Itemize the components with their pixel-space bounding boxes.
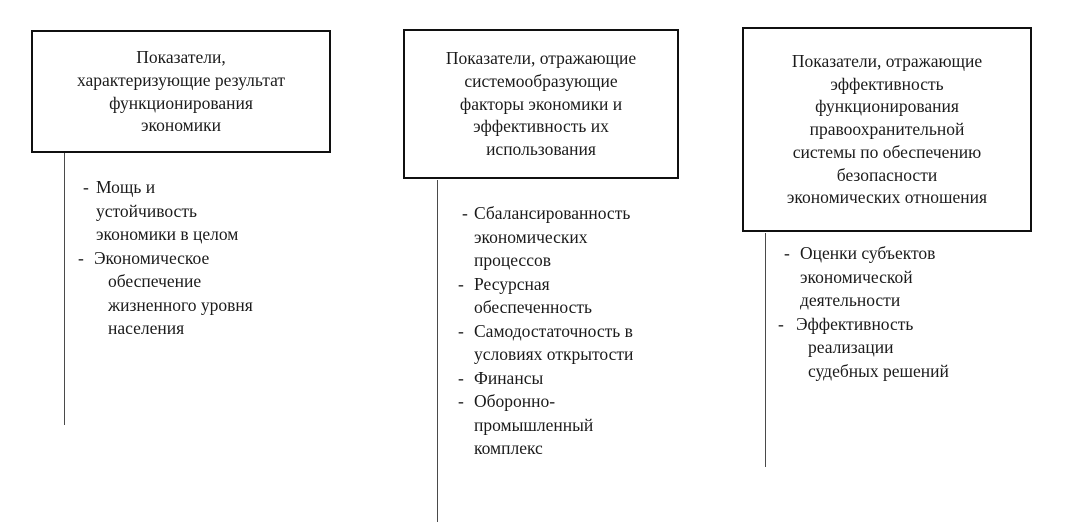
list-item-label: Оценки субъектов экономической деятельно… xyxy=(800,243,936,311)
list-item-label: Ресурсная обеспеченность xyxy=(474,273,592,318)
bullet-dash-icon: - xyxy=(458,367,464,388)
bullet-dash-icon: - xyxy=(458,391,464,412)
list-item: - Экономическое обеспечение жизненного у… xyxy=(78,247,258,341)
list-item: - Эффективность реализации судебных реше… xyxy=(778,313,958,384)
list-item: - Ресурсная обеспеченность xyxy=(448,273,638,320)
list-item: - Оценки субъектов экономической деятель… xyxy=(778,242,958,313)
column-3-header-box: Показатели, отражающие эффективность фун… xyxy=(742,27,1032,232)
bullet-dash-icon: - xyxy=(83,177,89,197)
column-2-item-list: - Сбалансированность экономических проце… xyxy=(448,202,638,461)
column-3-item-list: - Оценки субъектов экономической деятель… xyxy=(778,242,958,383)
list-item: - Мощь и устойчивость экономики в целом xyxy=(78,176,258,247)
list-item-label: Самодостаточность в условиях открытости xyxy=(474,320,634,365)
list-item-label: Сбалансированность экономических процесс… xyxy=(474,203,631,271)
column-3-header-text: Показатели, отражающие эффективность фун… xyxy=(786,50,988,208)
column-3-connector-line xyxy=(765,233,766,467)
column-1-connector-line xyxy=(64,153,65,425)
list-item-label: Эффективность реализации судебных решени… xyxy=(796,313,949,381)
bullet-dash-icon: - xyxy=(458,320,464,341)
list-item: - Оборонно-промышленный комплекс xyxy=(448,390,638,461)
column-1-header-text: Показатели, характеризующие результат фу… xyxy=(76,47,286,136)
bullet-dash-icon: - xyxy=(78,247,84,268)
list-item-label: Экономическое обеспечение жизненного уро… xyxy=(94,247,253,339)
column-2-connector-line xyxy=(437,180,438,522)
bullet-dash-icon: - xyxy=(462,203,468,223)
list-item: - Самодостаточность в условиях открытост… xyxy=(448,320,638,367)
list-item-label: Оборонно-промышленный комплекс xyxy=(474,391,594,459)
list-item: - Сбалансированность экономических проце… xyxy=(448,202,638,273)
list-item-label: Мощь и устойчивость экономики в целом xyxy=(96,177,239,245)
bullet-dash-icon: - xyxy=(778,313,784,334)
list-item-label: Финансы xyxy=(474,367,544,388)
column-2-header-text: Показатели, отражающие системообразующие… xyxy=(445,48,637,160)
bullet-dash-icon: - xyxy=(784,243,790,263)
column-1-item-list: - Мощь и устойчивость экономики в целом … xyxy=(78,176,258,341)
bullet-dash-icon: - xyxy=(458,273,464,294)
column-1-header-box: Показатели, характеризующие результат фу… xyxy=(31,30,331,153)
column-2-header-box: Показатели, отражающие системообразующие… xyxy=(403,29,679,179)
list-item: - Финансы xyxy=(448,367,638,391)
